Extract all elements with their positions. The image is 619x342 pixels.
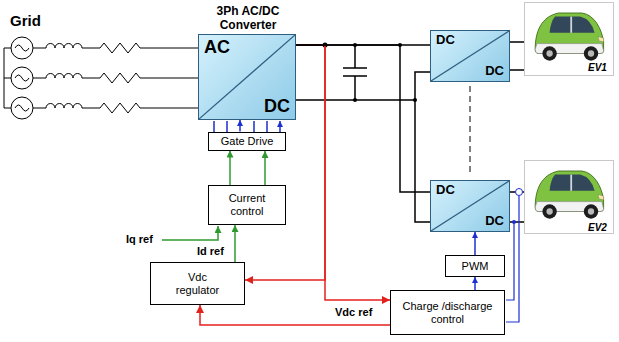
- line-impedance: [33, 73, 198, 83]
- process-box: Gate Drive: [208, 132, 286, 151]
- vehicle-illustration: [525, 3, 614, 76]
- signal-connector: [229, 151, 231, 186]
- junction-dot: [413, 98, 417, 102]
- grid-label: Grid: [10, 12, 41, 29]
- port-label: DC: [485, 214, 504, 229]
- diagonal-line: [431, 181, 509, 231]
- port-label: AC: [204, 37, 230, 58]
- sensing-wire: [506, 222, 514, 300]
- reference-signal-arrow: [162, 226, 218, 240]
- signal-connector: [474, 232, 476, 255]
- vehicle-illustration: [525, 161, 614, 234]
- box-label: Vdc regulator: [168, 271, 228, 296]
- converter-box: DC DC: [430, 180, 510, 232]
- vehicle-label: EV1: [588, 62, 607, 74]
- process-box: Vdc regulator: [150, 262, 245, 305]
- output-wire: [510, 42, 524, 222]
- vehicle-label: EV2: [588, 222, 607, 234]
- dc-bus-wire: [296, 72, 430, 222]
- signal-connector: [234, 225, 236, 262]
- signal-connector: [200, 305, 390, 325]
- signal-connector: [474, 277, 476, 290]
- junction-dot: [512, 220, 516, 224]
- junction-dot: [353, 98, 357, 102]
- block-heading: 3Ph AC/DC Converter: [187, 5, 309, 33]
- port-label: DC: [436, 33, 455, 48]
- process-box: PWM: [445, 255, 505, 277]
- converter-box: 3Ph AC/DC ConverterACDC: [198, 34, 296, 120]
- box-label: Current control: [222, 192, 272, 217]
- box-label: Charge /discharge control: [398, 300, 498, 325]
- capacitor-symbol: [343, 45, 367, 100]
- gate-signal-arrow: [214, 121, 280, 132]
- box-label: Gate Drive: [221, 135, 274, 148]
- converter-box: DC DC: [430, 30, 510, 82]
- box-label: PWM: [462, 260, 489, 273]
- signal-name: Iq ref: [126, 233, 153, 246]
- diagonal-line: [431, 31, 509, 81]
- process-box: Charge /discharge control: [390, 290, 505, 335]
- port-label: DC: [264, 96, 290, 117]
- continuation-dash: [470, 86, 471, 176]
- process-box: Current control: [208, 185, 286, 225]
- signal-name: Id ref: [196, 245, 225, 258]
- signal-connector: [296, 45, 430, 192]
- sine-symbol: [15, 45, 29, 111]
- port-label: DC: [485, 64, 504, 79]
- diagonal-line: [199, 35, 295, 119]
- signal-connector: [296, 45, 390, 300]
- signal-name: Vdc ref: [334, 306, 373, 319]
- line-impedance: [33, 103, 198, 113]
- signal-connector: [239, 120, 241, 132]
- control-signal-arrow: [264, 151, 266, 185]
- current-sensor-symbol: [516, 189, 523, 196]
- line-impedance: [33, 43, 198, 53]
- port-label: DC: [436, 183, 455, 198]
- star-point-wire: [4, 48, 11, 108]
